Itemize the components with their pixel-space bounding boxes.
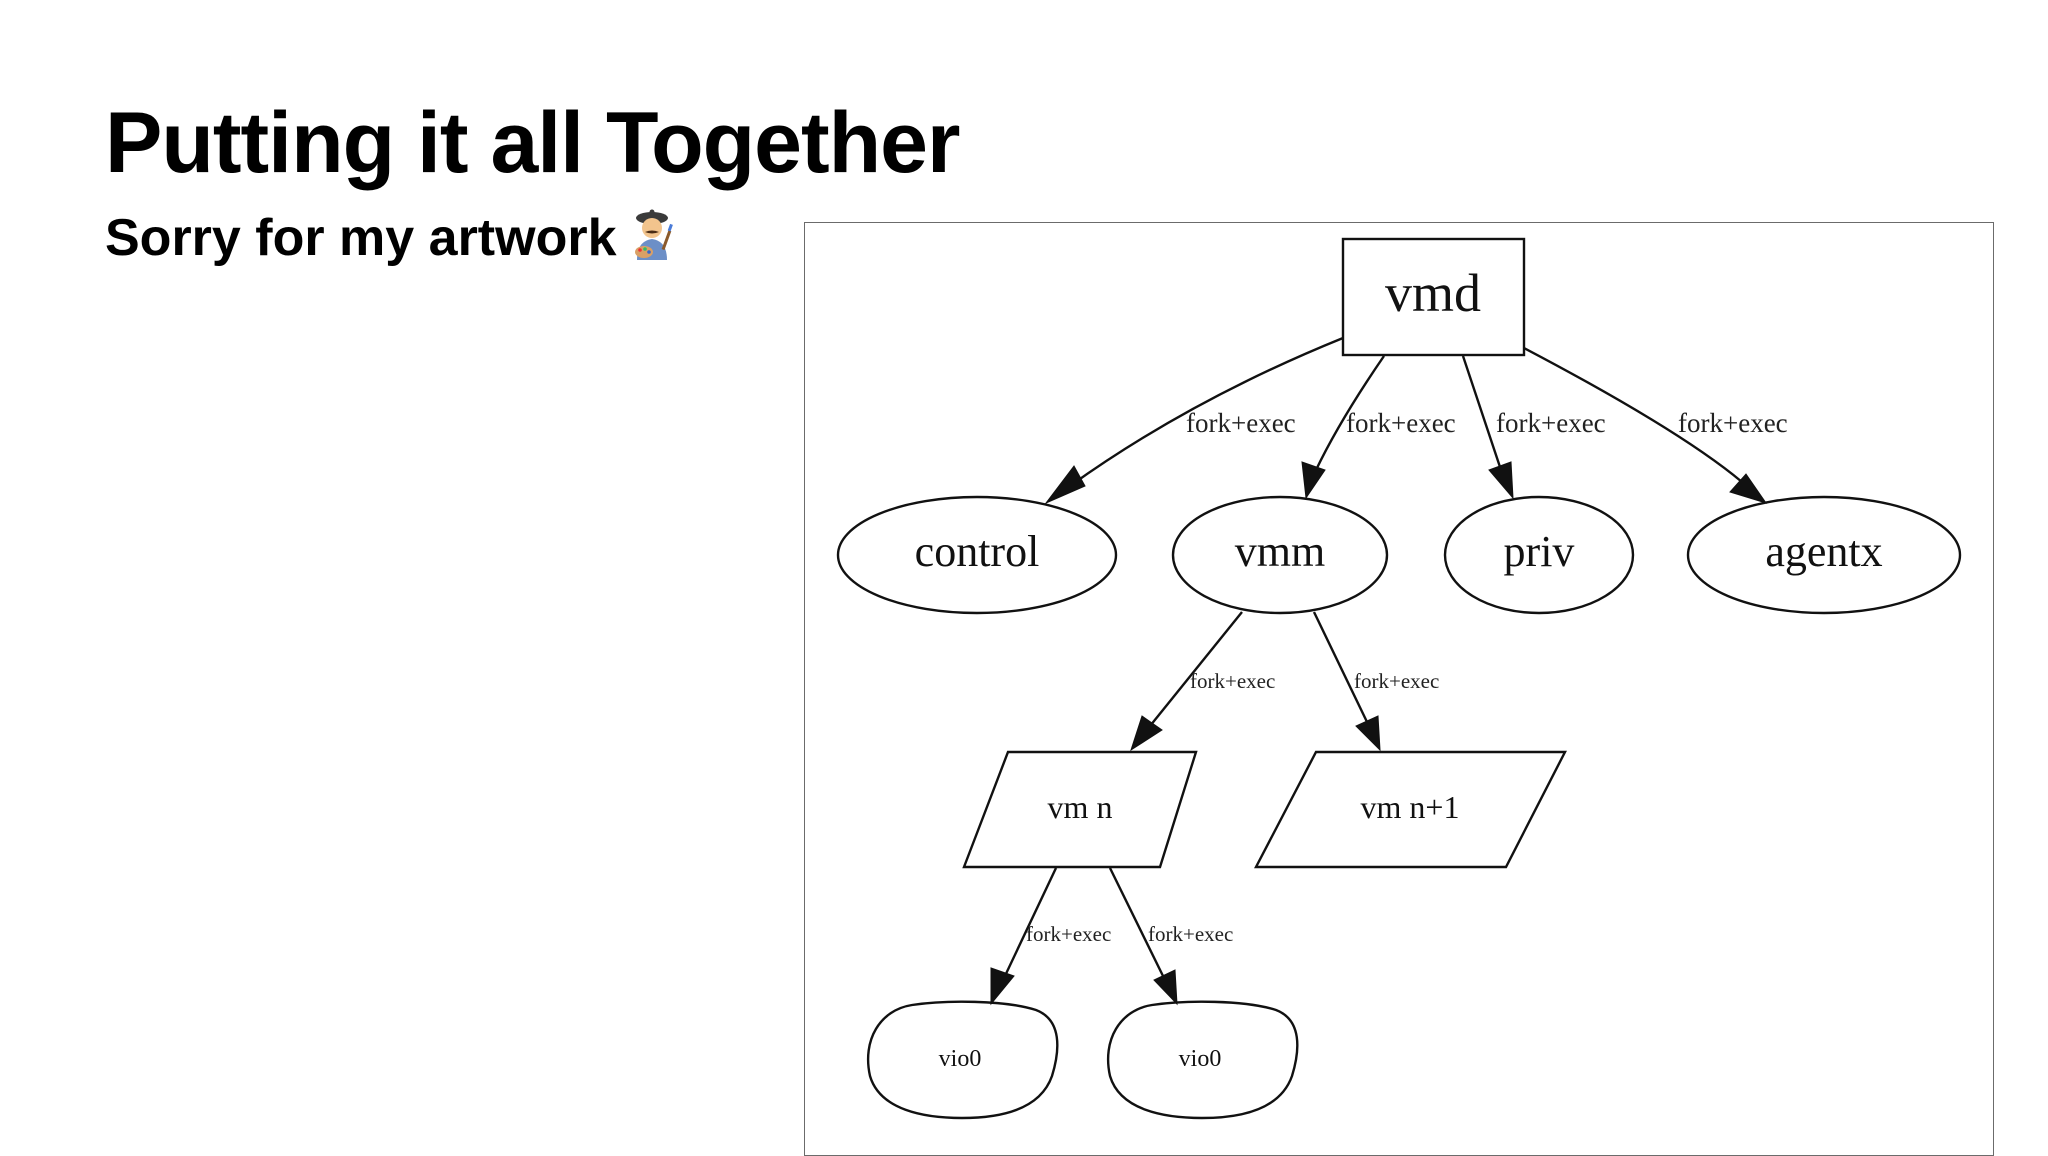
edge-vmd-priv-line: [1461, 355, 1503, 471]
edge-vmd-agentx-line: [1523, 346, 1743, 483]
node-vio0-b: vio0: [1106, 1000, 1299, 1120]
node-vmm-shape: [1171, 495, 1389, 615]
node-agentx-shape: [1686, 495, 1962, 615]
node-vmd: vmd: [1341, 237, 1526, 357]
edge-vmd-priv-arrow: [1488, 461, 1514, 500]
node-vm-n-label: vm n: [1048, 789, 1113, 825]
node-priv-label: priv: [1504, 527, 1575, 576]
edge-vm-n-vio0-a: fork+exec: [990, 867, 1111, 1006]
edge-vmm-vm-n-line: [1149, 611, 1243, 727]
edge-vmm-vm-n1-arrow: [1355, 715, 1381, 752]
node-vmd-label: vmd: [1385, 263, 1481, 323]
node-vio0-a-label: vio0: [939, 1046, 982, 1072]
edge-vmd-control-label: fork+exec: [1186, 408, 1296, 438]
edge-vmm-vm-n1-label: fork+exec: [1354, 669, 1439, 693]
edge-vmm-vm-n1-line: [1312, 611, 1370, 725]
node-agentx: agentx: [1686, 495, 1962, 615]
edge-vmd-vmm-label: fork+exec: [1346, 408, 1456, 438]
edge-vmd-priv: fork+exec: [1461, 355, 1606, 500]
node-control: control: [836, 495, 1118, 615]
edge-vm-n-vio0-a-arrow: [990, 967, 1015, 1006]
edge-vmm-vm-n: fork+exec: [1130, 611, 1275, 752]
edge-vmd-control-arrow: [1044, 465, 1086, 505]
edge-vmm-vm-n-label: fork+exec: [1190, 669, 1275, 693]
node-control-shape: [836, 495, 1118, 615]
node-vio0-a: vio0: [866, 1000, 1059, 1120]
edge-vm-n-vio0-a-line: [1002, 867, 1058, 979]
node-agentx-label: agentx: [1765, 527, 1882, 576]
node-vmd-shape: [1341, 237, 1526, 357]
node-control-label: control: [915, 527, 1040, 576]
slide-subtitle: Sorry for my artwork: [105, 208, 679, 274]
node-priv: priv: [1443, 495, 1635, 615]
edge-vmd-agentx: fork+exec: [1523, 346, 1788, 504]
node-vmm: vmm: [1171, 495, 1389, 615]
edge-vmm-vm-n1: fork+exec: [1312, 611, 1439, 752]
edge-vm-n-vio0-b-label: fork+exec: [1148, 922, 1233, 946]
edge-vm-n-vio0-b-arrow: [1153, 969, 1178, 1006]
slide-subtitle-text: Sorry for my artwork: [105, 208, 617, 267]
edge-vmd-priv-label: fork+exec: [1496, 408, 1606, 438]
node-vm-n1-label: vm n+1: [1361, 789, 1460, 825]
edge-vmd-agentx-label: fork+exec: [1678, 408, 1788, 438]
edge-vmd-agentx-arrow: [1729, 473, 1768, 504]
node-vm-n1: vm n+1: [1254, 750, 1567, 869]
node-priv-shape: [1443, 495, 1635, 615]
edge-vmd-control-line: [1069, 336, 1344, 487]
edge-vmd-vmm-arrow: [1301, 461, 1326, 500]
node-vm-n-shape: [962, 750, 1198, 869]
edge-vm-n-vio0-b: fork+exec: [1108, 867, 1233, 1006]
edge-vmd-control: fork+exec: [1044, 336, 1344, 505]
edge-vm-n-vio0-b-line: [1108, 867, 1166, 979]
edge-vmm-vm-n-arrow: [1130, 715, 1163, 752]
diagram-frame: [804, 222, 1994, 1156]
edge-vmd-vmm: fork+exec: [1301, 355, 1456, 500]
node-vio0-b-shape: [1106, 1000, 1299, 1120]
node-vmm-label: vmm: [1235, 527, 1325, 576]
node-vio0-b-label: vio0: [1179, 1046, 1222, 1072]
edge-vmd-vmm-line: [1314, 355, 1385, 471]
node-vm-n: vm n: [962, 750, 1198, 869]
slide-title: Putting it all Together: [105, 95, 960, 191]
node-vio0-a-shape: [866, 1000, 1059, 1120]
edge-vm-n-vio0-a-label: fork+exec: [1026, 922, 1111, 946]
node-vm-n1-shape: [1254, 750, 1567, 869]
artist-icon: [625, 208, 679, 274]
